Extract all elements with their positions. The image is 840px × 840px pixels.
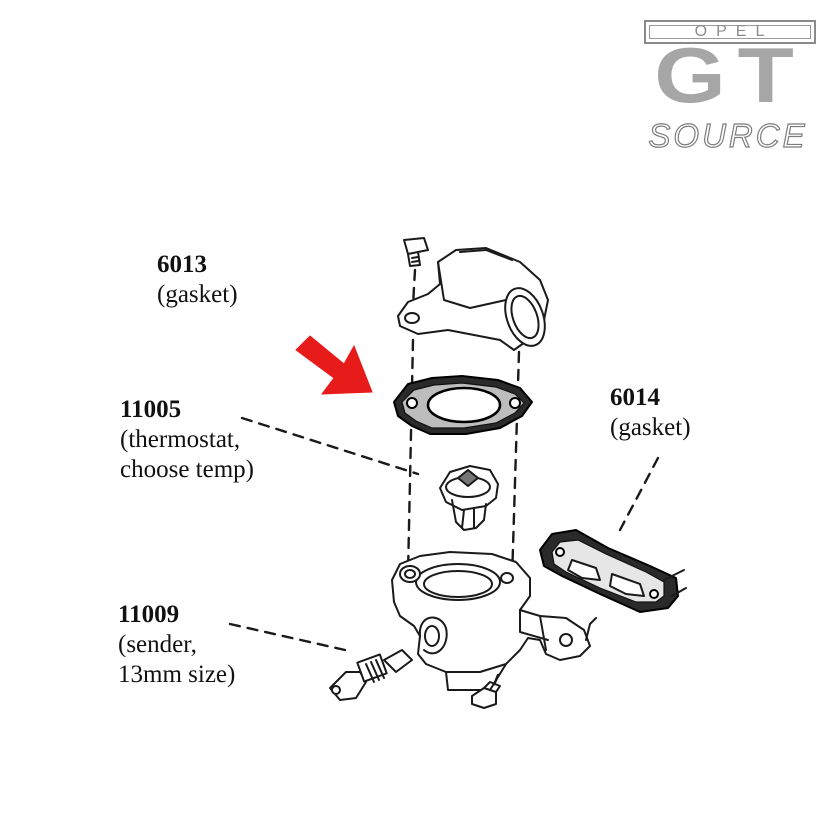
callout-6013: 6013 (gasket)	[157, 250, 238, 310]
bottom-bolt	[471, 681, 501, 709]
top-bolt	[403, 237, 429, 267]
logo-opel-text: OPEL	[644, 20, 816, 44]
gasket-6014	[539, 529, 687, 613]
callout-description: 13mm size)	[118, 661, 236, 688]
callout-6014: 6014 (gasket)	[610, 383, 691, 443]
callout-part-number: 11005	[120, 396, 182, 423]
red-pointer-arrow	[295, 335, 373, 395]
opel-gt-source-logo: OPEL GT SOURCE	[628, 14, 828, 164]
logo-source-text: SOURCE	[648, 116, 808, 154]
temperature-sender	[329, 649, 413, 701]
callout-11009: 11009 (sender, 13mm size)	[118, 600, 235, 690]
callout-description: (sender,	[118, 631, 197, 658]
thermostat-housing-outlet	[397, 247, 549, 351]
callout-description: (gasket)	[610, 414, 691, 441]
callout-description: (gasket)	[157, 281, 238, 308]
callout-part-number: 11009	[118, 601, 180, 628]
callout-description: choose temp)	[120, 456, 254, 483]
callout-11005: 11005 (thermostat, choose temp)	[120, 395, 254, 485]
lower-housing	[391, 551, 597, 691]
logo-gt-text: GT	[654, 31, 806, 119]
thermostat	[439, 465, 499, 531]
callout-part-number: 6013	[157, 251, 207, 278]
callout-part-number: 6014	[610, 384, 660, 411]
callout-description: (thermostat,	[120, 426, 241, 453]
gasket-6013-highlighted	[393, 375, 533, 435]
